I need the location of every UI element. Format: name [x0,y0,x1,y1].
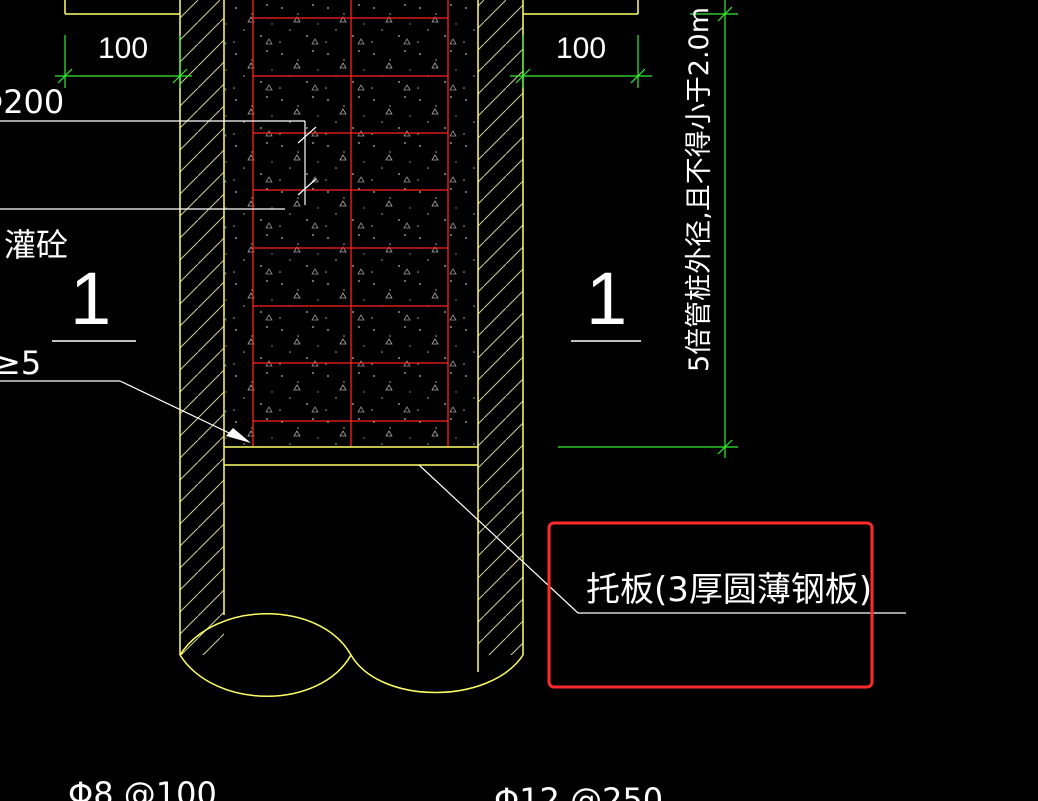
left-pile-wall [179,0,225,655]
section-mark-left: 1 [52,257,136,342]
right-pile-wall [477,0,524,672]
dimension-lines [55,0,738,458]
leader-lines [0,120,906,614]
ge5-partial-label: ≥5 [0,344,41,382]
left-width-dimension: 100 [98,32,148,65]
bottom-left-rebar-label: Φ8 @100 [68,775,217,801]
embed-depth-note: 5倍管桩外径,且不得小于2.0m [684,7,715,372]
rebar-cage [252,0,449,447]
top-left-partial-label: Φ200 [0,83,64,121]
section-mark-right-number: 1 [586,257,627,340]
section-mark-right: 1 [571,257,641,342]
pile-break-curves [179,613,524,697]
support-plate [224,446,478,466]
highlight-box [547,521,874,689]
support-plate-label: 托板(3厚圆薄钢板) [586,570,872,610]
grout-partial-label: 灌砼 [4,226,68,264]
bottom-right-rebar-label: Φ12 @250 [494,781,663,801]
right-width-dimension: 100 [556,32,606,65]
section-mark-left-number: 1 [70,257,111,340]
leader-arrowhead [226,428,251,443]
top-outline-lines [64,0,639,15]
